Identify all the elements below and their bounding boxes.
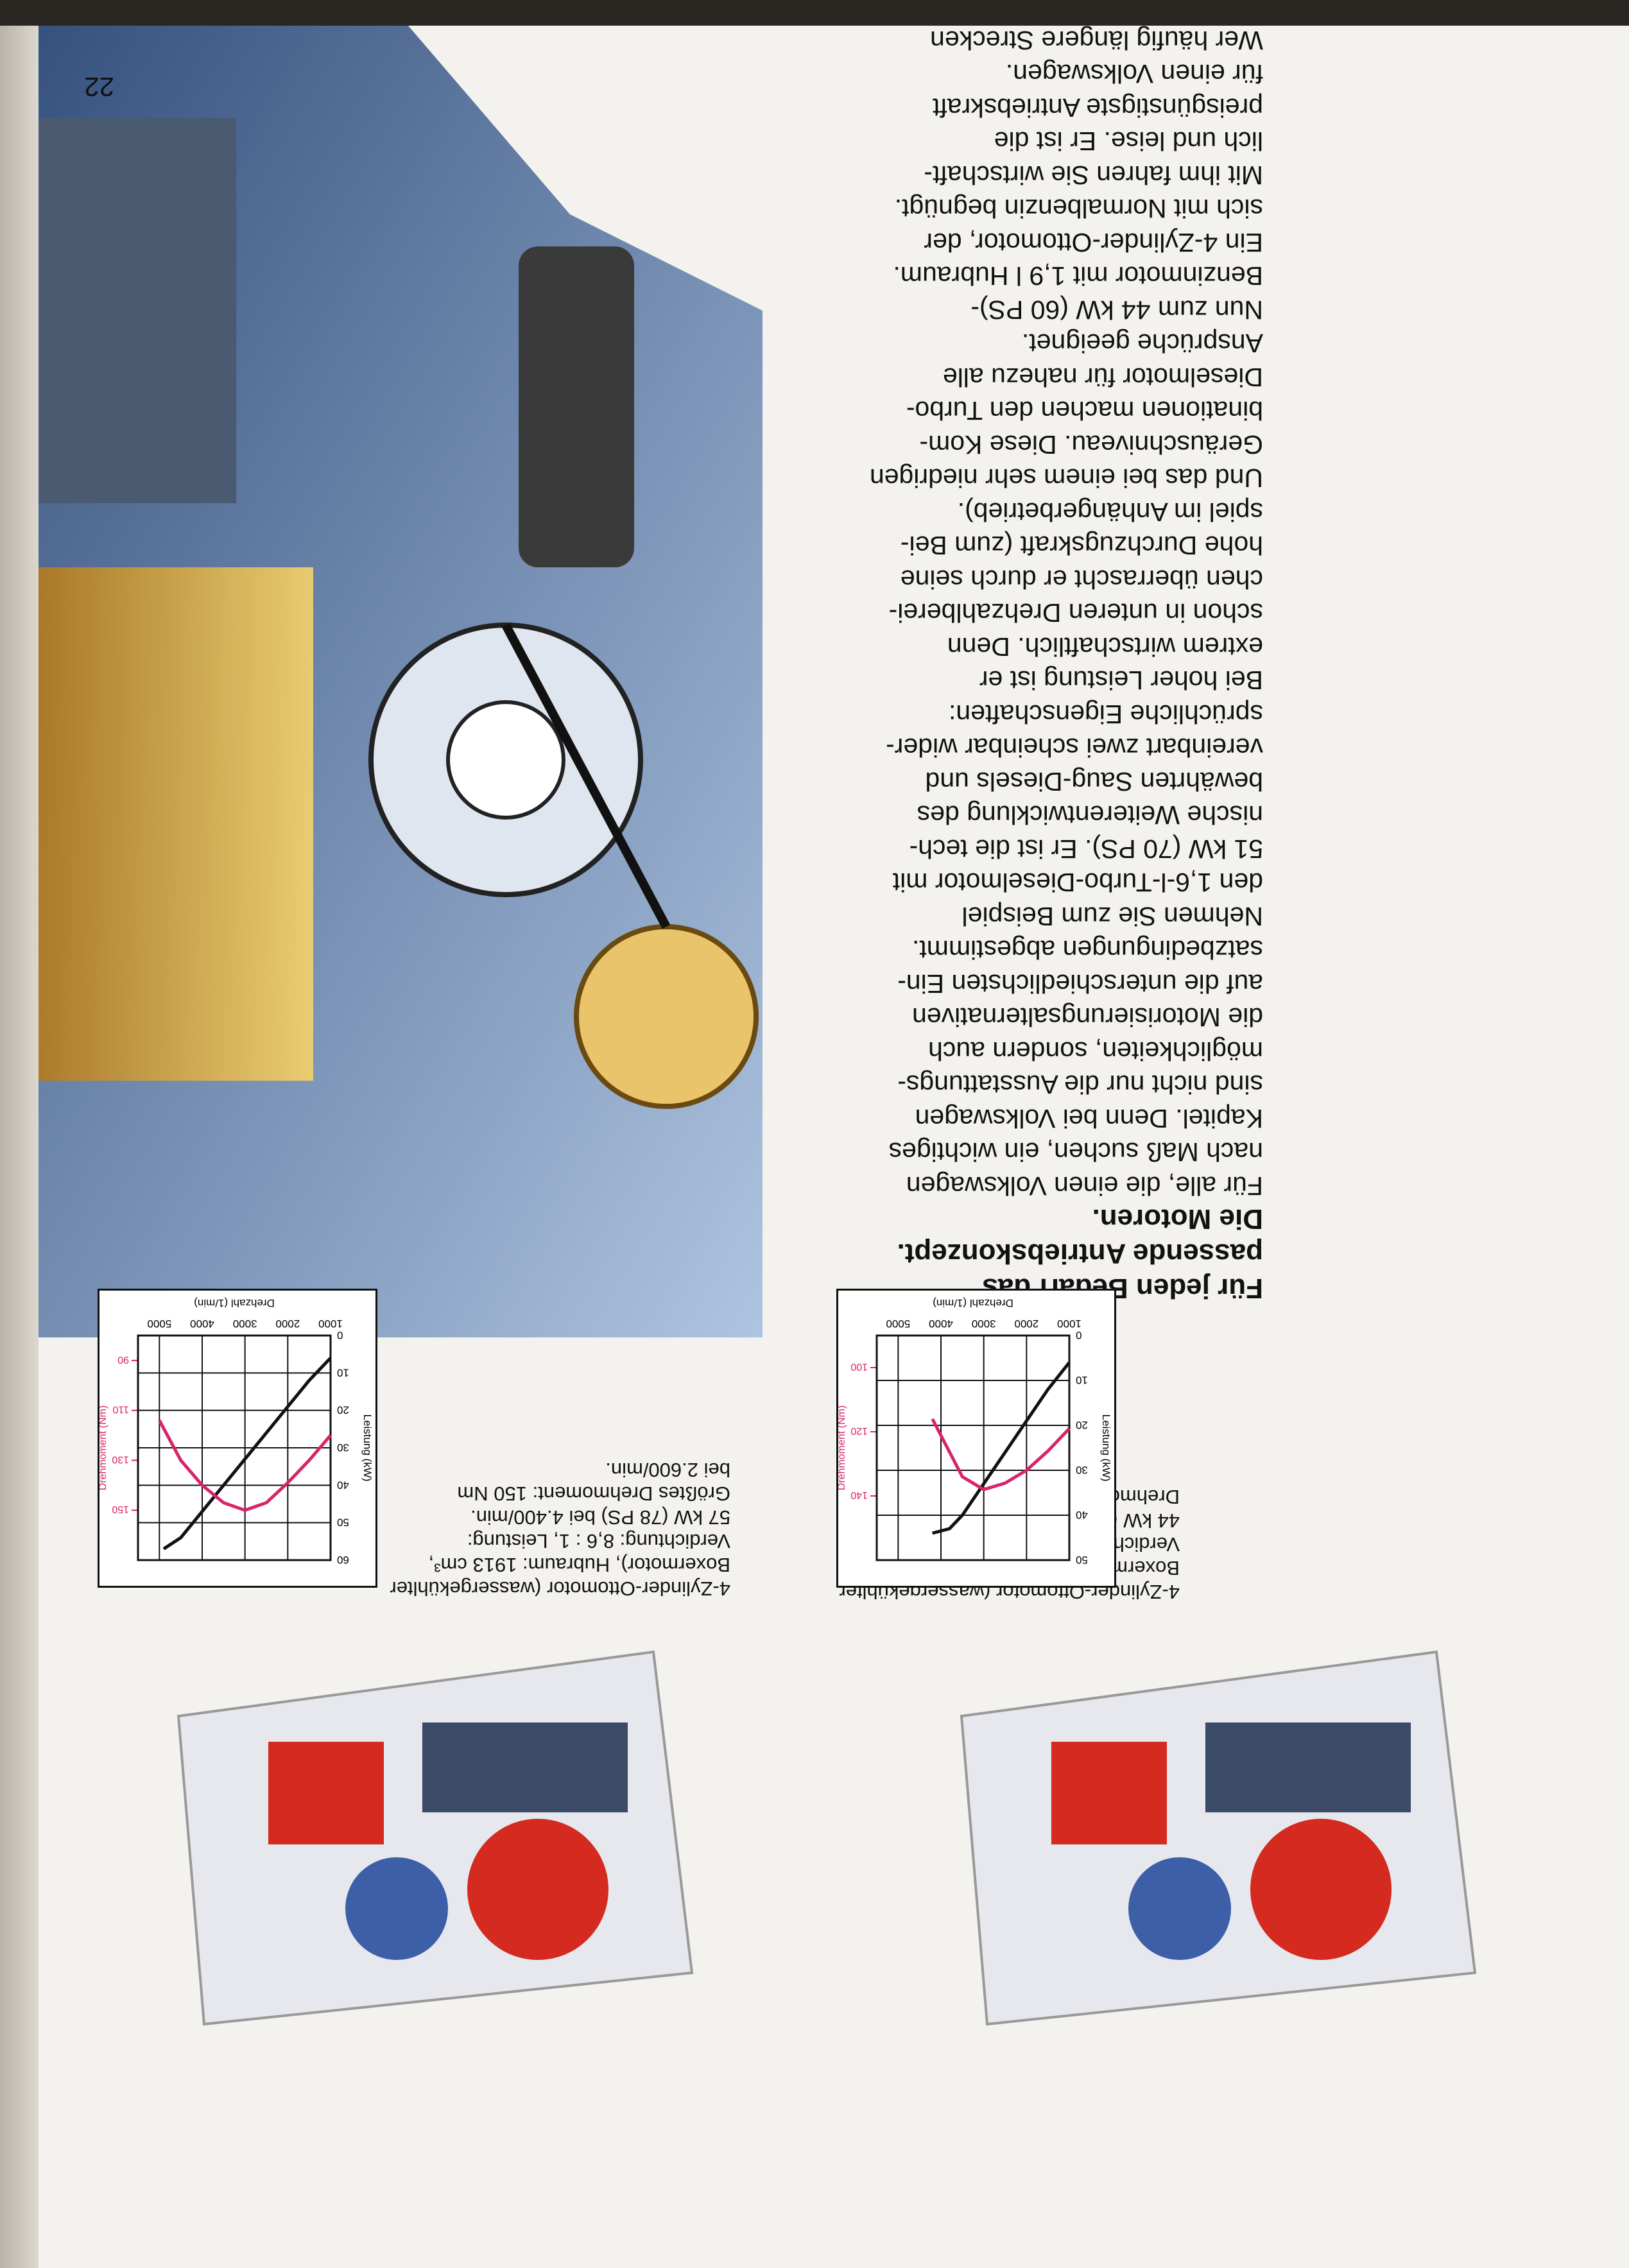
torque-tick-label: 150 bbox=[112, 1504, 129, 1515]
heading-line: passende Antriebskonzept. bbox=[897, 1238, 1264, 1269]
x-tick-label: 5000 bbox=[886, 1318, 910, 1330]
torque-tick-label: 120 bbox=[850, 1425, 868, 1436]
torque-curve bbox=[158, 1420, 332, 1512]
x-tick-label: 4000 bbox=[190, 1318, 214, 1330]
y-tick-label: 40 bbox=[1076, 1509, 1088, 1521]
y-axis-label-power: Leistung (kW) bbox=[361, 1414, 374, 1482]
x-tick-label: 3000 bbox=[233, 1318, 257, 1330]
page-number: 22 bbox=[84, 72, 114, 102]
y-tick-label: 50 bbox=[1076, 1554, 1088, 1566]
power-curve bbox=[162, 1357, 332, 1551]
y-tick-label: 0 bbox=[337, 1329, 343, 1341]
y-axis-label-power: Leistung (kW) bbox=[1100, 1414, 1112, 1482]
chart-box-1: 1000 2000 3000 4000 5000 0 10 20 30 40 50 100 120 140… bbox=[836, 1289, 1116, 1588]
x-tick-label: 3000 bbox=[972, 1318, 996, 1330]
x-tick-label: 2000 bbox=[1014, 1318, 1039, 1330]
y-tick-label: 0 bbox=[1076, 1329, 1082, 1341]
x-tick-label: 1000 bbox=[318, 1318, 343, 1330]
torque-curve bbox=[931, 1418, 1071, 1491]
y-axis-label-torque: Drehmoment (Nm) bbox=[838, 1405, 847, 1490]
plot-frame bbox=[137, 1334, 332, 1561]
chart-2: 1000 2000 3000 4000 5000 0 10 20 30 40 50 60 90 110 13… bbox=[98, 1297, 374, 1566]
y-tick-label: 30 bbox=[1076, 1464, 1088, 1476]
chart-box-2: 1000 2000 3000 4000 5000 0 10 20 30 40 50 60 90 110 13… bbox=[98, 1289, 377, 1588]
x-tick-label: 1000 bbox=[1057, 1318, 1082, 1330]
binding-strip bbox=[0, 0, 1629, 26]
torque-tick-label: 100 bbox=[850, 1361, 868, 1372]
x-tick-label: 4000 bbox=[929, 1318, 953, 1330]
plot-frame bbox=[875, 1334, 1071, 1561]
engine-illustration-small-1 bbox=[960, 1650, 1477, 2026]
y-tick-label: 40 bbox=[337, 1479, 349, 1491]
y-tick-label: 60 bbox=[337, 1554, 349, 1566]
y-tick-label: 10 bbox=[1076, 1374, 1088, 1386]
x-tick-label: 5000 bbox=[147, 1318, 171, 1330]
power-curve bbox=[932, 1361, 1071, 1535]
torque-tick-label: 110 bbox=[112, 1404, 129, 1415]
y-tick-label: 10 bbox=[337, 1366, 349, 1379]
x-axis-label: Drehzahl (1/min) bbox=[194, 1297, 275, 1309]
heading-line: Die Motoren. bbox=[1092, 1203, 1263, 1235]
x-axis-label: Drehzahl (1/min) bbox=[933, 1297, 1013, 1309]
chart-1: 1000 2000 3000 4000 5000 0 10 20 30 40 50 100 120 140… bbox=[836, 1297, 1112, 1566]
article-body: Für alle, die einen Volkswagen nach Maß … bbox=[869, 0, 1263, 1201]
engine-illustration-small-2 bbox=[177, 1650, 694, 2026]
y-axis-label-torque: Drehmoment (Nm) bbox=[99, 1405, 108, 1490]
torque-tick-label: 140 bbox=[850, 1490, 868, 1500]
torque-tick-label: 130 bbox=[112, 1454, 129, 1465]
y-tick-label: 50 bbox=[337, 1516, 349, 1529]
y-tick-label: 30 bbox=[337, 1441, 349, 1454]
page-edge bbox=[0, 0, 39, 2268]
y-tick-label: 20 bbox=[337, 1404, 349, 1416]
x-tick-label: 2000 bbox=[275, 1318, 300, 1330]
torque-tick-label: 90 bbox=[117, 1354, 129, 1365]
engine-cutaway-illustration bbox=[0, 0, 763, 1337]
y-tick-label: 20 bbox=[1076, 1419, 1088, 1431]
